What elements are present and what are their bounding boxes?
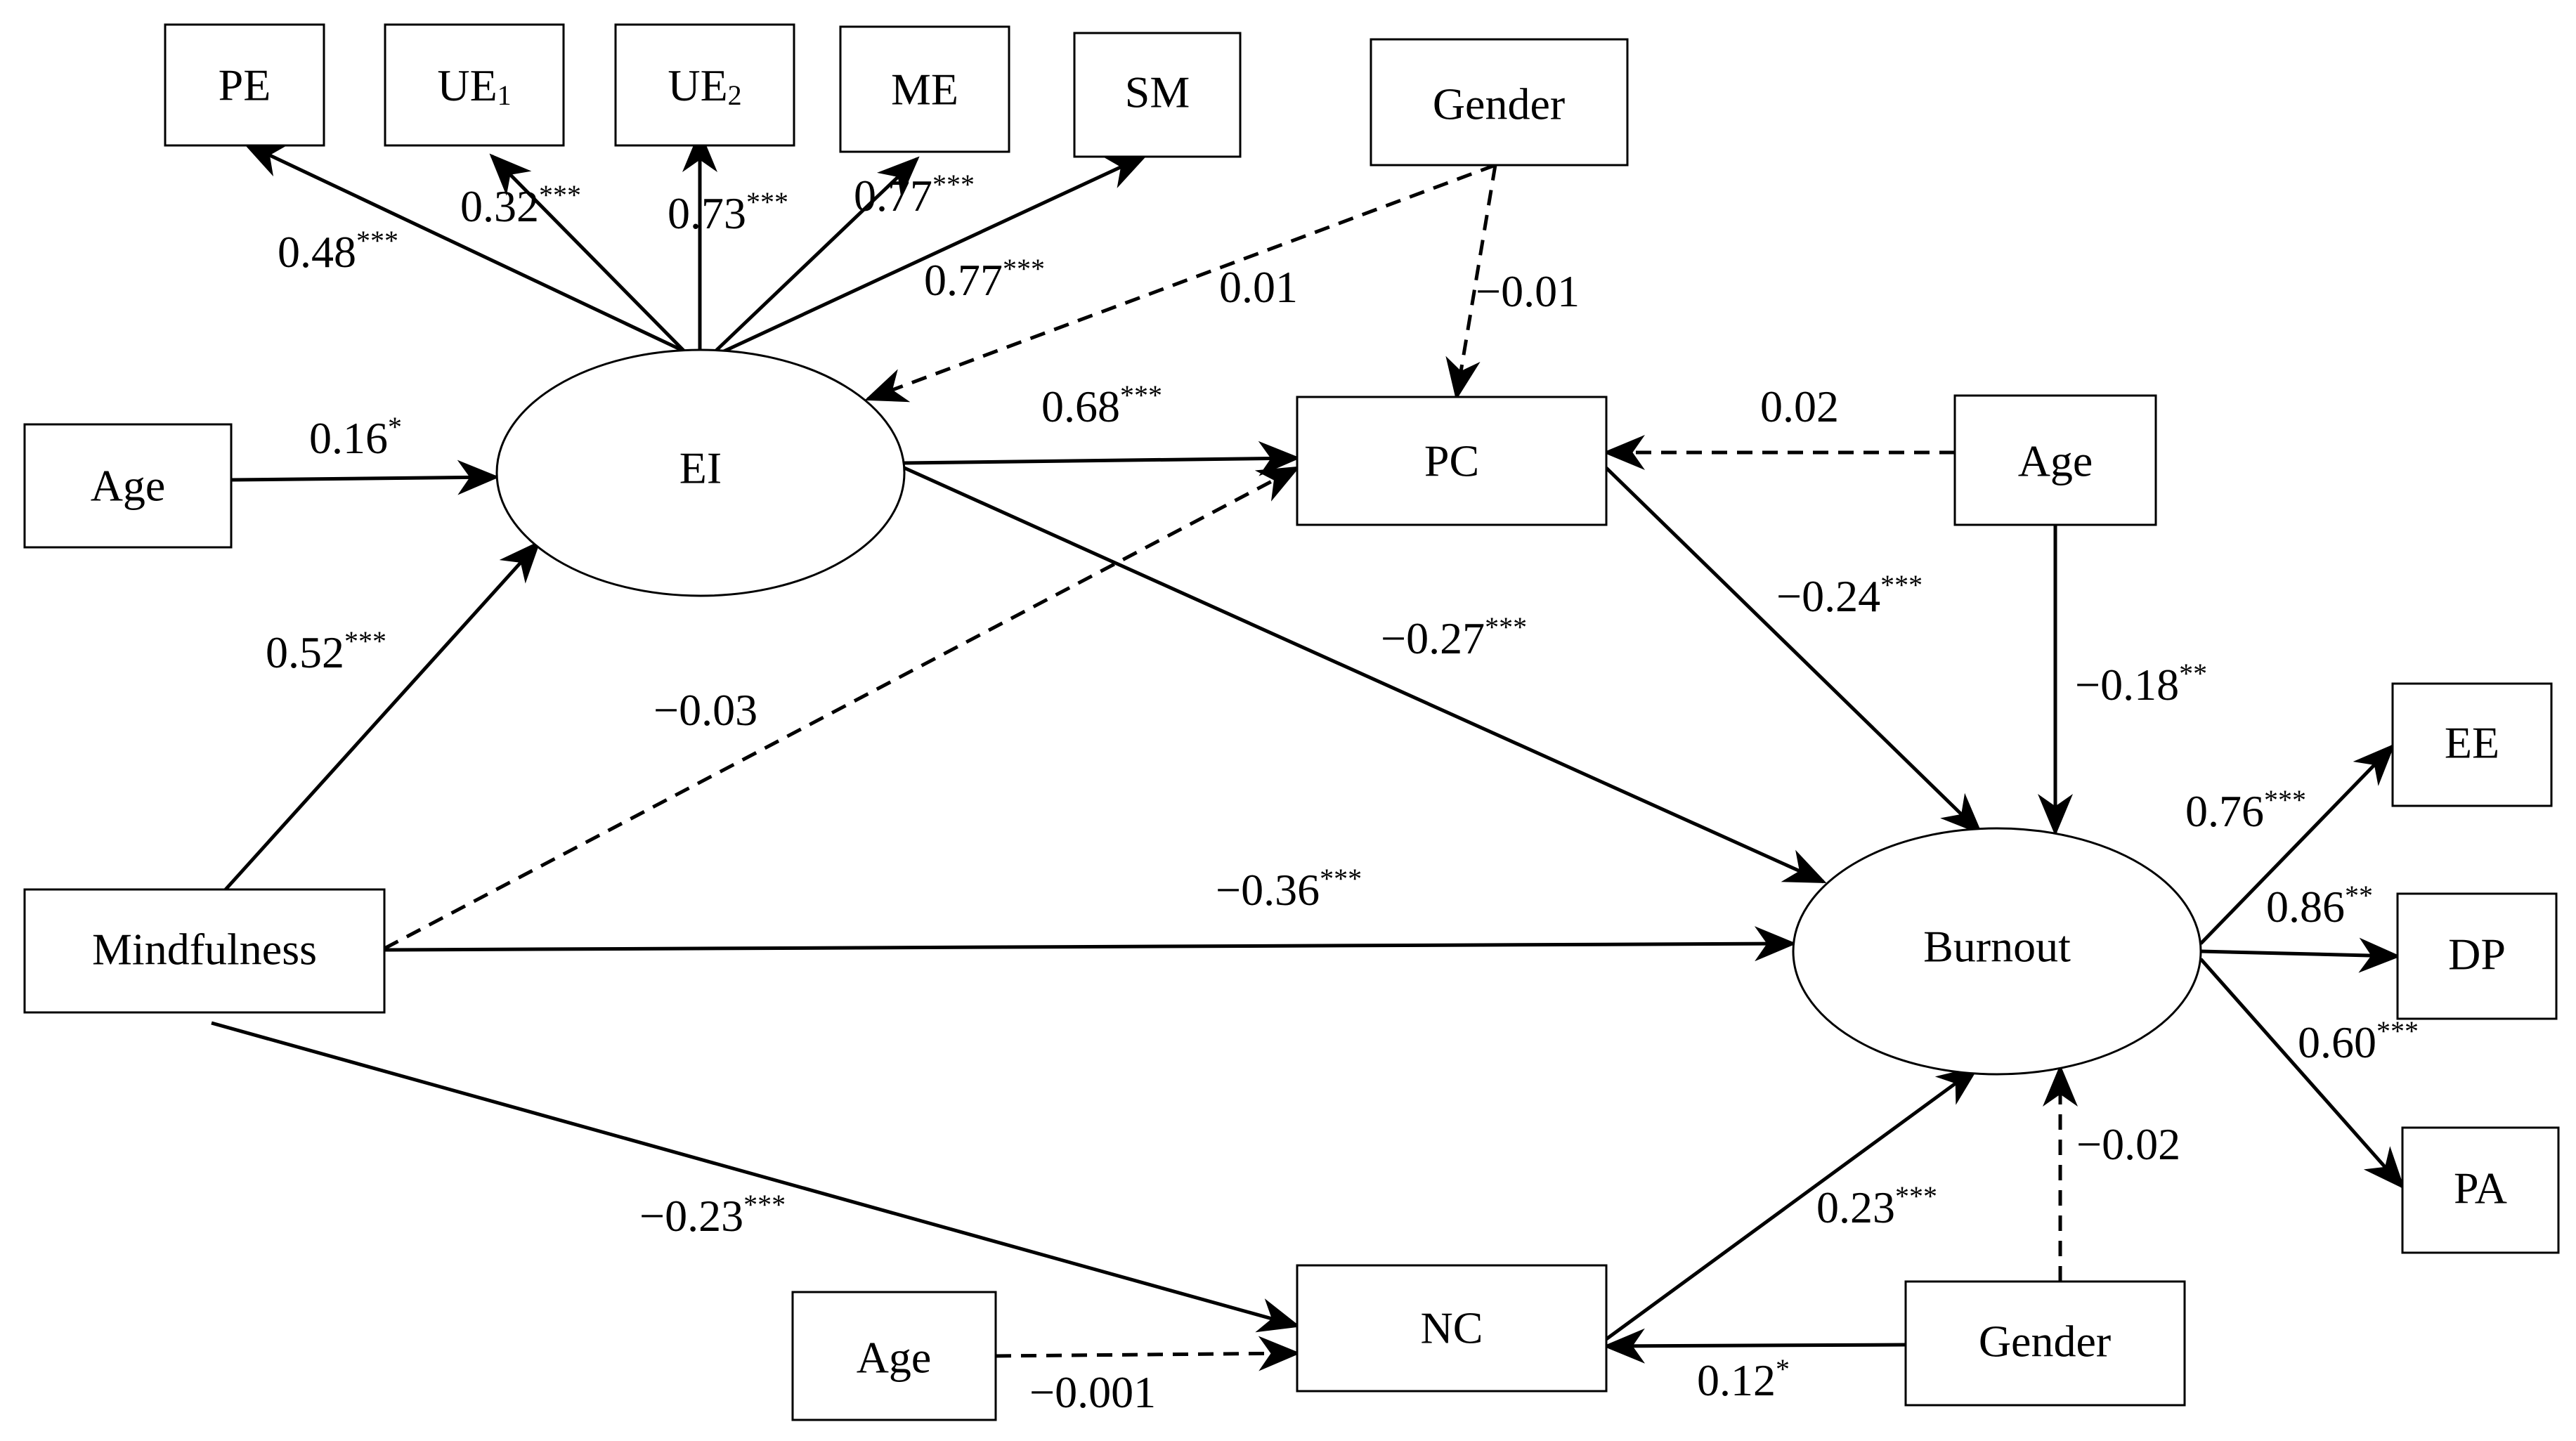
node-ue2-label: UE2 — [668, 60, 741, 112]
coef-gender-burnout: −0.02 — [2076, 1119, 2180, 1169]
edge-age-ei — [230, 459, 500, 495]
coef-burnout-dp: 0.86** — [2266, 880, 2373, 932]
node-age-bottom: Age — [791, 1291, 997, 1421]
coef-gender-nc: 0.12* — [1697, 1353, 1790, 1405]
coef-burnout-pa: 0.60*** — [2298, 1015, 2419, 1067]
coef-mind-pc: −0.03 — [653, 685, 757, 735]
node-age-right: Age — [1953, 394, 2157, 526]
edge-burnout-ee — [2199, 743, 2395, 945]
edges-layer — [211, 130, 2405, 1371]
node-ue1-label: UE1 — [437, 60, 511, 112]
node-nc: NC — [1296, 1264, 1608, 1393]
coef-ei-ue2: 0.73*** — [668, 186, 788, 238]
edge-pc-burnout — [1605, 467, 1983, 835]
node-pe: PE — [164, 23, 325, 147]
edge-ei-pc — [904, 441, 1301, 476]
node-gender-bottom: Gender — [1904, 1280, 2186, 1407]
edge-mind-burnout — [384, 926, 1797, 962]
node-sm: SM — [1073, 32, 1242, 158]
coef-mind-ei: 0.52*** — [266, 625, 386, 677]
coef-ei-sm: 0.77*** — [924, 253, 1045, 305]
edge-gender-nc — [1603, 1328, 1906, 1364]
node-pc-label: PC — [1424, 436, 1479, 486]
node-ei-label: EI — [679, 443, 722, 493]
node-ue2: UE2 — [614, 23, 795, 147]
coef-age-pc: 0.02 — [1760, 382, 1839, 431]
edge-mind-ei — [224, 540, 541, 891]
edge-ei-me — [714, 156, 920, 353]
node-gender-bottom-label: Gender — [1979, 1317, 2111, 1367]
node-ue1: UE1 — [384, 23, 565, 147]
coef-ei-pc: 0.68*** — [1041, 379, 1162, 431]
node-gender-top: Gender — [1370, 38, 1629, 167]
coef-ei-pe: 0.48*** — [278, 225, 398, 277]
node-ei: EI — [495, 348, 906, 597]
node-age-left: Age — [23, 423, 233, 549]
node-sm-label: SM — [1125, 67, 1190, 117]
edge-mind-pc — [383, 466, 1301, 951]
edge-nc-burnout — [1605, 1066, 1980, 1341]
node-nc-label: NC — [1421, 1303, 1483, 1353]
node-dp: DP — [2396, 892, 2558, 1020]
coef-nc-burnout: 0.23*** — [1816, 1180, 1937, 1232]
coefficients-layer: 0.48*** 0.32*** 0.73*** 0.77*** 0.77*** 0.01 −… — [266, 169, 2419, 1417]
edge-gender-pc — [1445, 164, 1497, 400]
node-me-label: ME — [891, 65, 958, 115]
node-burnout-label: Burnout — [1923, 922, 2071, 972]
edge-ei-burnout — [903, 466, 1827, 884]
node-pa-label: PA — [2454, 1163, 2507, 1213]
node-burnout: Burnout — [1792, 827, 2202, 1076]
edge-burnout-dp — [2200, 937, 2401, 973]
coef-gender-ei: 0.01 — [1219, 262, 1298, 312]
node-age-bottom-label: Age — [857, 1333, 932, 1383]
node-gender-top-label: Gender — [1433, 79, 1565, 129]
edge-burnout-pa — [2199, 958, 2405, 1189]
coef-ei-burnout: −0.27*** — [1381, 611, 1527, 663]
coef-ei-me: 0.77*** — [854, 169, 975, 221]
coef-age-burnout: −0.18** — [2075, 658, 2207, 710]
node-age-right-label: Age — [2018, 436, 2093, 486]
edge-mind-nc — [211, 1021, 1301, 1333]
node-mindfulness-label: Mindfulness — [92, 925, 317, 974]
coef-ei-ue1: 0.32*** — [460, 179, 581, 231]
nodes-layer: PE UE1 UE2 ME SM Gender Age — [23, 23, 2560, 1421]
node-me: ME — [839, 25, 1010, 153]
node-dp-label: DP — [2448, 930, 2506, 979]
edge-ei-ue1 — [489, 153, 686, 353]
node-ee: EE — [2391, 682, 2553, 807]
coef-mind-nc: −0.23*** — [639, 1189, 786, 1241]
coef-age-nc: −0.001 — [1029, 1367, 1156, 1417]
node-pe-label: PE — [219, 60, 271, 110]
coef-gender-pc: −0.01 — [1476, 266, 1580, 316]
coef-pc-burnout: −0.24*** — [1776, 569, 1923, 621]
node-mindfulness: Mindfulness — [23, 888, 386, 1014]
coef-age-ei: 0.16* — [309, 411, 402, 463]
node-pc: PC — [1296, 396, 1608, 526]
coef-burnout-ee: 0.76*** — [2185, 784, 2306, 836]
edge-age-nc — [995, 1336, 1301, 1371]
node-ee-label: EE — [2445, 718, 2499, 768]
edge-gender-ei — [864, 163, 1496, 403]
node-pa: PA — [2401, 1126, 2560, 1254]
edge-ei-sm — [722, 154, 1148, 353]
coef-mind-burnout: −0.36*** — [1216, 863, 1362, 915]
edge-ei-pe — [242, 142, 686, 353]
node-age-left-label: Age — [91, 461, 166, 511]
